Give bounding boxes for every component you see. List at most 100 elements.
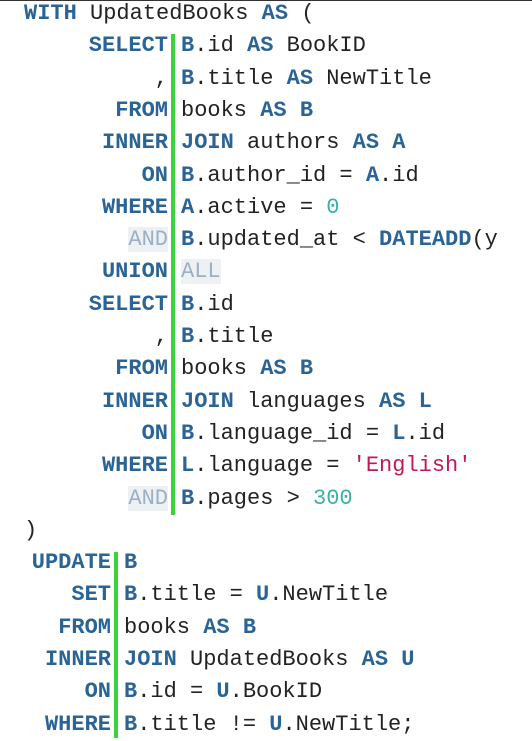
- clause-keyword: ,: [0, 321, 168, 353]
- sql-keyword: UPDATE: [31, 550, 111, 576]
- code-line[interactable]: ON B.id = U.BookID: [0, 676, 532, 708]
- code-line[interactable]: ON B.author_id = A.id: [0, 160, 532, 192]
- sql-text: (: [288, 1, 315, 26]
- sql-keyword: B: [299, 356, 314, 382]
- block-gutter-bar: [171, 34, 175, 515]
- sql-text: [287, 98, 300, 123]
- code-line[interactable]: ): [0, 515, 532, 547]
- code-line[interactable]: , B.title: [0, 321, 532, 353]
- sql-keyword: U: [401, 647, 415, 672]
- clause-body: A.active = 0: [181, 192, 339, 224]
- sql-keyword: SELECT: [88, 291, 168, 317]
- code-line[interactable]: AND B.pages > 300: [0, 483, 532, 515]
- clause-body: B.id: [181, 289, 234, 321]
- sql-text: books: [181, 97, 261, 123]
- clause-body: B.id AS BookID: [181, 30, 366, 62]
- clause-keyword: AND: [0, 224, 168, 256]
- code-line[interactable]: INNER JOIN UpdatedBooks AS U: [0, 644, 532, 676]
- sql-text: .pages >: [194, 485, 314, 511]
- sql-keyword: SELECT: [88, 33, 168, 59]
- sql-text: .active =: [194, 194, 327, 220]
- sql-text: [388, 647, 401, 672]
- sql-text: .language =: [194, 453, 353, 479]
- sql-text: .id: [194, 291, 234, 317]
- sql-keyword: B: [181, 291, 195, 317]
- sql-keyword: L: [392, 420, 406, 446]
- clause-body: B.pages > 300: [181, 483, 353, 515]
- code-line[interactable]: SELECT B.id AS BookID: [0, 30, 532, 62]
- sql-keyword: B: [181, 65, 195, 91]
- clause-keyword: ON: [0, 418, 168, 450]
- block-gutter-bar: [114, 552, 118, 738]
- sql-text: .title: [194, 324, 274, 349]
- sql-keyword: SET: [71, 582, 111, 608]
- sql-keyword: AS: [260, 356, 287, 382]
- sql-text: [230, 615, 243, 640]
- sql-keyword: B: [181, 227, 195, 253]
- clause-body: B.title AS NewTitle: [181, 63, 432, 95]
- sql-muted-keyword: AND: [128, 227, 168, 253]
- sql-keyword: JOIN: [124, 647, 177, 672]
- sql-text: [287, 356, 300, 381]
- sql-text: .id: [194, 33, 248, 59]
- sql-text: .title: [194, 65, 287, 91]
- sql-keyword: INNER: [101, 388, 168, 414]
- sql-text: .NewTitle: [269, 582, 389, 608]
- sql-keyword: B: [242, 614, 257, 640]
- sql-text: (y: [471, 227, 498, 253]
- sql-keyword: WHERE: [101, 453, 168, 479]
- clause-body: B.id = U.BookID: [124, 676, 322, 708]
- sql-keyword: AS: [286, 65, 314, 91]
- code-line[interactable]: , B.title AS NewTitle: [0, 63, 532, 95]
- clause-keyword: ,: [0, 63, 168, 95]
- sql-keyword: AS: [361, 647, 389, 672]
- sql-keyword: JOIN: [181, 388, 234, 414]
- clause-keyword: WHERE: [0, 450, 168, 482]
- code-line[interactable]: WHERE B.title != U.NewTitle;: [0, 709, 532, 741]
- sql-keyword: ON: [84, 679, 111, 705]
- sql-keyword: AS: [379, 388, 406, 414]
- code-line[interactable]: INNER JOIN languages AS L: [0, 386, 532, 418]
- clause-body: JOIN UpdatedBooks AS U: [124, 644, 414, 676]
- clause-body: B.title != U.NewTitle;: [124, 709, 414, 741]
- code-line[interactable]: WHERE A.active = 0: [0, 192, 532, 224]
- sql-keyword: INNER: [44, 647, 111, 672]
- sql-keyword: FROM: [115, 356, 168, 382]
- code-line[interactable]: SELECT B.id: [0, 289, 532, 321]
- sql-keyword: B: [181, 485, 195, 511]
- sql-text: .title =: [137, 582, 257, 608]
- clause-body: B.author_id = A.id: [181, 160, 419, 192]
- clause-body: JOIN languages AS L: [181, 386, 432, 418]
- sql-text: UpdatedBooks: [76, 1, 262, 26]
- sql-keyword: L: [418, 388, 432, 414]
- clause-keyword: SELECT: [0, 289, 168, 321]
- clause-body: B.title: [181, 321, 273, 353]
- clause-keyword: INNER: [0, 386, 168, 418]
- clause-keyword: WHERE: [0, 709, 111, 741]
- sql-text: UpdatedBooks: [176, 647, 362, 672]
- code-line[interactable]: WITH UpdatedBooks AS (: [0, 0, 532, 30]
- sql-keyword: B: [124, 550, 138, 576]
- sql-text: ): [24, 517, 38, 543]
- code-line-text: WITH UpdatedBooks AS (: [24, 0, 314, 30]
- clause-keyword: FROM: [0, 353, 168, 385]
- code-line[interactable]: UPDATE B: [0, 547, 532, 579]
- sql-muted-keyword: ALL: [181, 259, 221, 285]
- sql-muted-keyword: AND: [128, 485, 168, 511]
- clause-keyword: ON: [0, 160, 168, 192]
- clause-body: books AS B: [124, 612, 256, 644]
- sql-text: languages: [233, 388, 380, 414]
- sql-keyword: WHERE: [101, 194, 168, 220]
- sql-keyword: U: [256, 582, 270, 608]
- sql-keyword: B: [124, 711, 138, 737]
